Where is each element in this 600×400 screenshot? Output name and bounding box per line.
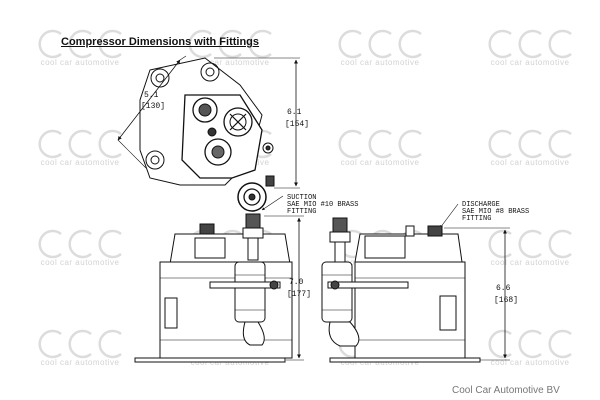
watermark-text: cool car automotive [190, 58, 270, 67]
dim-front-height-metric: [177] [287, 290, 311, 299]
suction-callout: SUCTION SAE MIO #10 BRASS FITTING [261, 194, 358, 216]
dim-top-height-value: 6.1 [287, 108, 302, 117]
watermark-logo [338, 129, 422, 159]
watermark-tile: cool car automotive [35, 328, 125, 368]
top-view [139, 57, 275, 212]
watermark-logo [488, 29, 572, 59]
discharge-line-3: FITTING [462, 215, 491, 223]
watermark-text: cool car automotive [40, 258, 120, 267]
watermark-tile: cool car automotive [485, 128, 575, 168]
watermark-tile: cool car automotive [485, 28, 575, 68]
watermark-text: cool car automotive [340, 58, 420, 67]
watermark-tile: cool car automotive [35, 28, 125, 68]
watermark-tile: cool car automotive [335, 128, 425, 168]
dim-top-height-metric: [154] [285, 120, 309, 129]
watermark-tile: cool car automotive [35, 228, 125, 268]
dimension-top-height: 6.1 [154] [214, 57, 309, 189]
watermark-logo [488, 129, 572, 159]
watermark-logo [338, 29, 422, 59]
dim-top-angle-metric: [130] [141, 102, 165, 111]
diagram-title: Compressor Dimensions with Fittings [61, 36, 260, 48]
suction-line-1: SUCTION [287, 194, 316, 202]
watermark-text: cool car automotive [490, 358, 570, 367]
watermark-logo [188, 29, 272, 59]
watermark-text: cool car automotive [490, 58, 570, 67]
watermark-tile: cool car automotive [185, 28, 275, 68]
watermark-text: cool car automotive [490, 158, 570, 167]
dim-front-height-value: 7.0 [289, 278, 304, 287]
watermark-text: cool car automotive [40, 358, 120, 367]
watermark-text: cool car automotive [40, 158, 120, 167]
watermark-text: cool car automotive [340, 158, 420, 167]
watermark-logo [38, 329, 122, 359]
watermark-tile: cool car automotive [35, 128, 125, 168]
watermark-logo [38, 129, 122, 159]
watermark-text: cool car automotive [40, 58, 120, 67]
footer-brand: Cool Car Automotive BV [452, 385, 560, 396]
watermark-logo [38, 229, 122, 259]
front-view [134, 213, 293, 363]
dim-side-height-value: 6.6 [496, 284, 511, 293]
dimension-top-angle: 5.1 [130] [117, 55, 187, 169]
dimension-front-height: 7.0 [177] [264, 215, 311, 361]
dim-side-height-metric: [168] [494, 296, 518, 305]
watermark-logo [38, 29, 122, 59]
dim-top-angle-value: 5.1 [144, 91, 159, 100]
watermark-text: cool car automotive [490, 258, 570, 267]
watermark-tile: cool car automotive [335, 28, 425, 68]
discharge-line-2: SAE MIO #8 BRASS [462, 208, 529, 216]
discharge-callout: DISCHARGE SAE MIO #8 BRASS FITTING [439, 201, 529, 229]
side-view [321, 217, 481, 363]
dimension-side-height: 6.6 [168] [444, 227, 518, 361]
suction-line-3: FITTING [287, 208, 316, 216]
discharge-line-1: DISCHARGE [462, 201, 500, 209]
suction-line-2: SAE MIO #10 BRASS [287, 201, 358, 209]
